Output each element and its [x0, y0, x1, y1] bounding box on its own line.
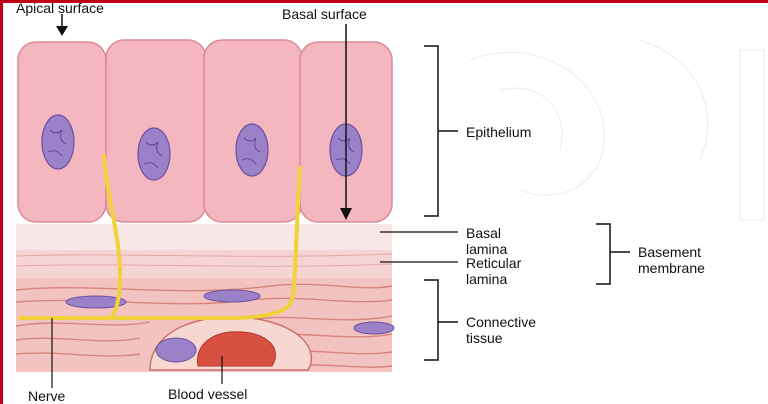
- epithelium-label: Epithelium: [466, 124, 531, 140]
- basement-bracket: [596, 224, 630, 284]
- nucleus-2: [138, 128, 170, 180]
- apical-arrow: [56, 14, 68, 36]
- fibroblast-3: [354, 322, 394, 334]
- nerve-label: Nerve: [28, 388, 65, 404]
- basal-lamina-line-1: Basal: [466, 225, 507, 241]
- fibroblast-2: [204, 290, 260, 302]
- nucleus-1: [42, 115, 74, 169]
- apical-surface-label: Apical surface: [16, 0, 104, 16]
- connective-tissue-line-2: tissue: [466, 330, 536, 346]
- blood-vessel-label: Blood vessel: [168, 386, 247, 402]
- connective-bracket: [424, 280, 458, 360]
- blood-vessel-nucleus: [156, 338, 196, 362]
- basal-surface-label: Basal surface: [282, 6, 367, 22]
- basement-membrane-label: Basement membrane: [638, 244, 705, 276]
- basal-lamina-label: Basal lamina: [466, 225, 507, 257]
- epithelium-bracket: [424, 46, 458, 216]
- basement-membrane-line-1: Basement: [638, 244, 705, 260]
- connective-tissue-line-1: Connective: [466, 314, 536, 330]
- reticular-lamina-label: Reticular lamina: [466, 255, 521, 287]
- nucleus-3: [236, 124, 268, 176]
- basal-lamina-region: [16, 224, 392, 250]
- basement-membrane-line-2: membrane: [638, 260, 705, 276]
- reticular-lamina-line-1: Reticular: [466, 255, 521, 271]
- connective-tissue-label: Connective tissue: [466, 314, 536, 346]
- reticular-lamina-region: [16, 248, 392, 278]
- reticular-lamina-line-2: lamina: [466, 271, 521, 287]
